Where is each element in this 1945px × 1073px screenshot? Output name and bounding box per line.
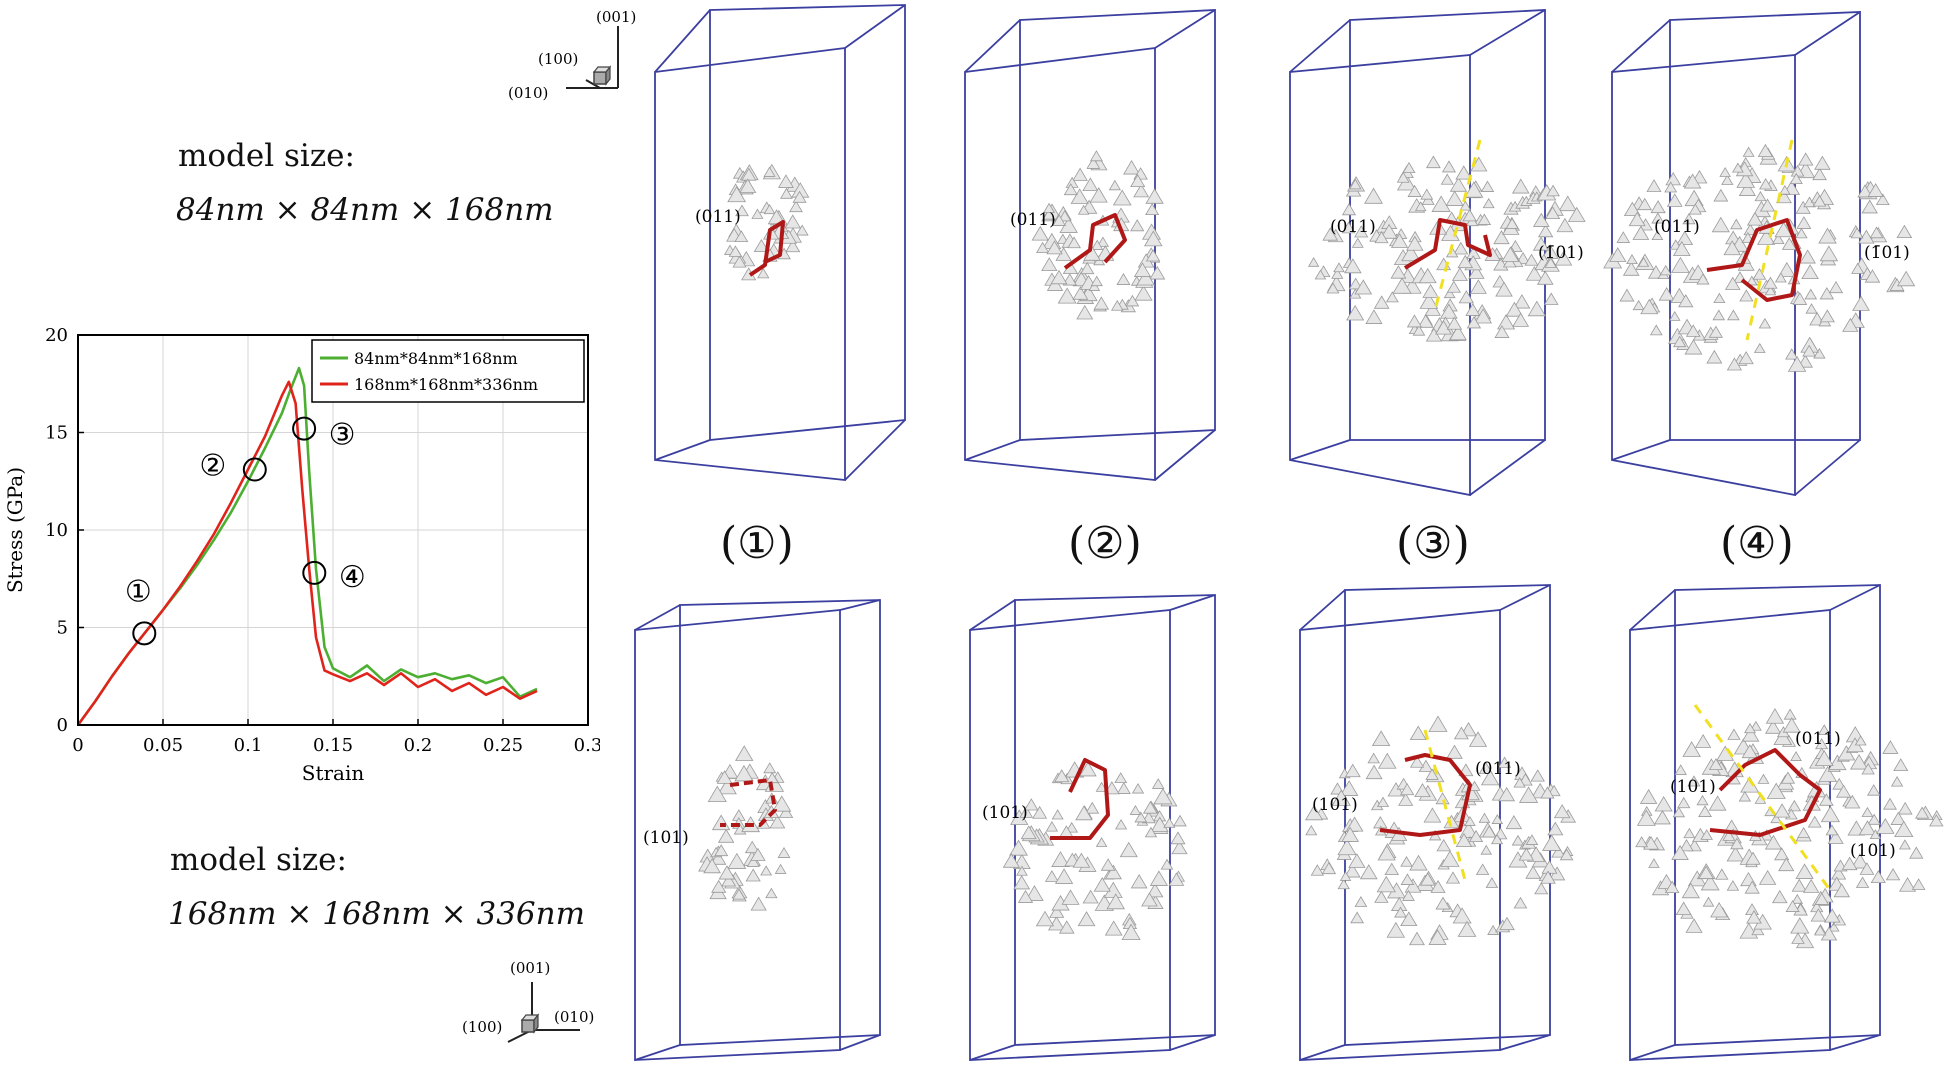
plane-label: (011) — [1795, 729, 1841, 749]
atom-cluster — [1307, 155, 1586, 342]
plane-label: (101) — [1670, 777, 1716, 797]
chart-legend: 84nm*84nm*168nm 168nm*168nm*336nm — [311, 339, 585, 403]
chart-markers: ① ② ③ ④ — [125, 416, 366, 646]
dislocation-line — [1050, 758, 1110, 840]
legend-box — [311, 339, 585, 403]
y-tick-label: 15 — [45, 423, 68, 444]
stage-marker-label-3: ③ — [329, 418, 356, 453]
series-line-2 — [76, 380, 538, 726]
stage-label-1: (①) — [720, 518, 794, 569]
chart-ticks: 0 0.05 0.1 0.15 0.2 0.25 0.3 0 5 10 15 20 — [45, 325, 600, 756]
bottom-box-1: (101) — [634, 599, 881, 1061]
stage-marker-2 — [242, 457, 267, 482]
bottom-model-size-label: model size: — [170, 842, 347, 878]
plane-label: (101) — [1850, 841, 1896, 861]
y-tick-label: 0 — [57, 715, 68, 736]
y-tick-label: 10 — [45, 520, 68, 541]
chart-grid — [77, 334, 589, 726]
bottom-orientation-axes: (001) (100) (010) — [462, 959, 594, 1043]
bottom-box-4: (101) (011) (101) — [1629, 584, 1944, 1061]
stage-label-3: (③) — [1396, 518, 1470, 569]
plane-label: (011) — [695, 207, 741, 227]
stage-marker-label-1: ① — [125, 574, 152, 609]
stage-label-4: (④) — [1720, 518, 1794, 569]
top-axis-z-label: (001) — [596, 8, 636, 26]
dislocation-line — [1403, 218, 1492, 270]
stress-strain-chart: 0 0.05 0.1 0.15 0.2 0.25 0.3 0 5 10 15 20 ① ② ③ ④ Stra… — [3, 325, 600, 785]
legend-entry-2: 168nm*168nm*336nm — [354, 375, 538, 394]
plane-label: (101) — [982, 803, 1028, 823]
stage-marker-label-4: ④ — [339, 560, 366, 595]
chart-series — [76, 366, 538, 726]
bottom-axis-y-label: (010) — [554, 1008, 594, 1026]
atom-cluster — [1603, 143, 1916, 372]
bottom-box-3: (101) (011) — [1299, 584, 1577, 1061]
top-axis-x-label: (100) — [538, 50, 578, 68]
stage-marker-4 — [302, 560, 327, 585]
x-tick-label: 0.3 — [574, 735, 600, 756]
plane-label: (011) — [1654, 217, 1700, 237]
dislocation-line — [720, 778, 777, 827]
slip-trace — [1693, 704, 1832, 891]
x-tick-label: 0.25 — [483, 735, 523, 756]
top-model-size-dims: 84nm × 84nm × 168nm — [176, 192, 554, 228]
stage-marker-1 — [132, 621, 157, 646]
plane-label: (011) — [1330, 217, 1376, 237]
top-box-4: (011) (1̄01) — [1603, 11, 1916, 497]
top-box-1: (011) — [654, 4, 906, 481]
stage-marker-3 — [292, 416, 317, 441]
top-box-3: (011) (1̄01) — [1289, 9, 1586, 497]
chart-y-axis-label: Stress (GPa) — [3, 467, 27, 593]
chart-x-axis-label: Strain — [302, 761, 365, 785]
plane-label: (1̄01) — [1864, 243, 1910, 263]
plane-label: (011) — [1475, 759, 1521, 779]
x-tick-label: 0.15 — [313, 735, 353, 756]
slip-trace — [1423, 729, 1467, 881]
y-tick-label: 5 — [57, 618, 68, 639]
top-model-size-label: model size: — [178, 138, 355, 174]
stage-label-2: (②) — [1068, 518, 1142, 569]
dislocation-line — [748, 220, 785, 277]
top-box-2: (011) — [964, 9, 1216, 481]
bottom-box-2: (101) — [969, 594, 1216, 1061]
dislocation-line — [1063, 213, 1127, 270]
x-tick-label: 0.05 — [143, 735, 183, 756]
slip-trace — [1745, 139, 1794, 341]
plane-label: (1̄01) — [1538, 243, 1584, 263]
stage-marker-label-2: ② — [199, 449, 226, 484]
bottom-model-size-dims: 168nm × 168nm × 336nm — [168, 896, 585, 932]
atom-cluster — [1635, 708, 1944, 949]
atom-cluster — [723, 163, 810, 281]
bottom-axis-z-label: (001) — [510, 959, 550, 977]
atom-cluster — [1304, 715, 1577, 946]
dislocation-line — [1379, 753, 1472, 837]
plane-label: (101) — [1312, 795, 1358, 815]
plane-label: (011) — [1010, 210, 1056, 230]
slip-trace — [1433, 139, 1482, 311]
top-axis-y-label: (010) — [508, 84, 548, 102]
atom-cluster — [1031, 150, 1166, 320]
top-orientation-axes: (001) (100) (010) — [508, 8, 636, 102]
x-tick-label: 0 — [72, 735, 83, 756]
bottom-axis-x-label: (100) — [462, 1018, 502, 1036]
legend-entry-1: 84nm*84nm*168nm — [354, 349, 518, 368]
x-tick-label: 0.2 — [404, 735, 433, 756]
chart-frame — [77, 334, 589, 726]
dislocation-line — [1706, 218, 1802, 302]
dislocation-line — [1709, 748, 1822, 837]
y-tick-label: 20 — [45, 325, 68, 346]
x-tick-label: 0.1 — [234, 735, 263, 756]
atom-cluster — [1002, 761, 1188, 940]
plane-label: (101) — [643, 828, 689, 848]
atom-cluster — [698, 745, 794, 911]
